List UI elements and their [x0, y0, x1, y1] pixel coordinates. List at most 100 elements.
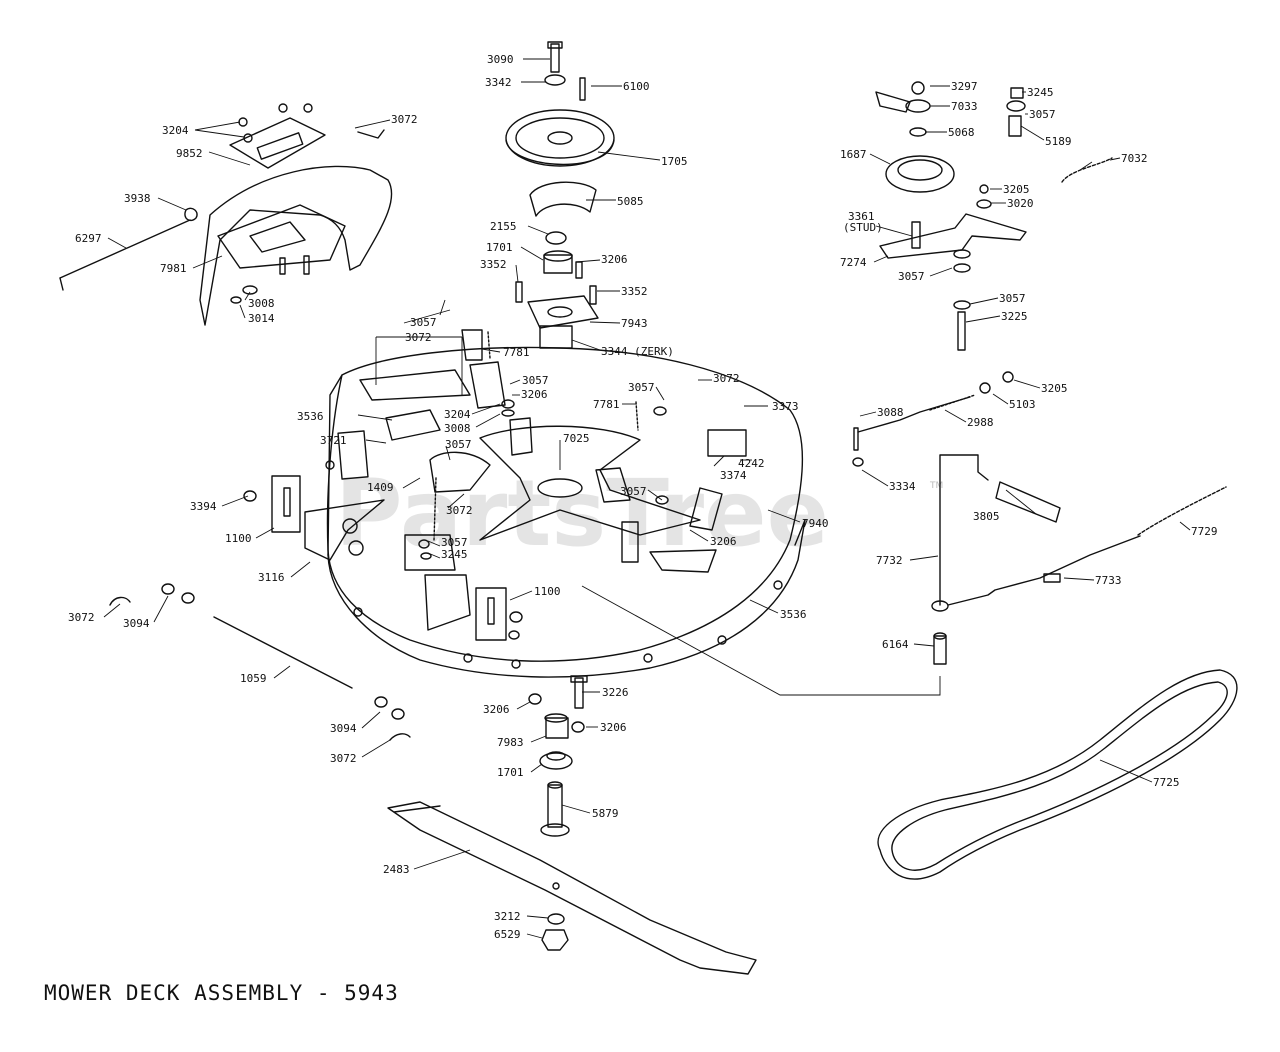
- label-7983: 7983: [497, 736, 524, 749]
- label-3014: 3014: [248, 312, 275, 325]
- label-3205-right: 3205: [1041, 382, 1068, 395]
- label-1701-lower: 1701: [497, 766, 524, 779]
- label-3373: 3373: [772, 400, 799, 413]
- label-3072-top: 3072: [391, 113, 418, 126]
- label-3361: 3361: [848, 210, 875, 223]
- label-3352-left: 3352: [480, 258, 507, 271]
- label-3536-left: 3536: [297, 410, 324, 423]
- label-3090: 3090: [487, 53, 514, 66]
- spindle-stack-bottom: [528, 675, 588, 951]
- watermark-tm: TM: [929, 481, 943, 491]
- label-7025: 7025: [563, 432, 590, 445]
- label-7733: 7733: [1095, 574, 1122, 587]
- diagram-title: MOWER DECK ASSEMBLY - 5943: [44, 981, 399, 1005]
- label-1705: 1705: [661, 155, 688, 168]
- label-3057-deck-d: 3057: [441, 536, 468, 549]
- label-1409: 1409: [367, 481, 394, 494]
- label-3072-lower-left: 3072: [68, 611, 95, 624]
- label-3206-lower-left: 3206: [483, 703, 510, 716]
- label-3057-deck-b: 3057: [522, 374, 549, 387]
- label-stud: (STUD): [843, 221, 883, 234]
- label-1100-left: 1100: [225, 532, 252, 545]
- label-3057-arm: 3057: [898, 270, 925, 283]
- label-7032: 7032: [1121, 152, 1148, 165]
- label-2483: 2483: [383, 863, 410, 876]
- label-3072-deck-a: 3072: [405, 331, 432, 344]
- label-7781-left: 7781: [503, 346, 530, 359]
- label-3394: 3394: [190, 500, 217, 513]
- label-7943: 7943: [621, 317, 648, 330]
- label-3204-deck: 3204: [444, 408, 471, 421]
- label-1100-right: 1100: [534, 585, 561, 598]
- watermark: PartsTree: [335, 460, 829, 567]
- rod-1059: [109, 583, 411, 741]
- label-5085: 5085: [617, 195, 644, 208]
- label-5879: 5879: [592, 807, 619, 820]
- label-7781-right: 7781: [593, 398, 620, 411]
- deck-brackets: [243, 329, 747, 641]
- label-3344-zerk: 3344 (ZERK): [601, 345, 674, 358]
- label-4242: 4242: [738, 457, 765, 470]
- label-6297: 6297: [75, 232, 102, 245]
- label-3245-top: 3245: [1027, 86, 1054, 99]
- label-7940: 7940: [802, 517, 829, 530]
- label-3094-right: 3094: [330, 722, 357, 735]
- label-3088: 3088: [877, 406, 904, 419]
- label-3072-lower-right: 3072: [330, 752, 357, 765]
- label-3008-deck: 3008: [444, 422, 471, 435]
- label-7033: 7033: [951, 100, 978, 113]
- label-3352-right: 3352: [621, 285, 648, 298]
- label-3297: 3297: [951, 80, 978, 93]
- leader-lines: [103, 58, 1191, 939]
- label-3057-top-right: 3057: [1029, 108, 1056, 121]
- label-2988: 2988: [967, 416, 994, 429]
- label-7725: 7725: [1153, 776, 1180, 789]
- label-7981: 7981: [160, 262, 187, 275]
- label-3057-deck-c: 3057: [445, 438, 472, 451]
- lift-handle-assembly: [852, 371, 1227, 665]
- label-3805: 3805: [973, 510, 1000, 523]
- label-3245-deck: 3245: [441, 548, 468, 561]
- label-3334: 3334: [889, 480, 916, 493]
- callout-labels: 3090 6100 3342 1705 5085 2155 1701 3206 …: [68, 53, 1218, 941]
- label-1701-top: 1701: [486, 241, 513, 254]
- blade-2483: [387, 801, 757, 975]
- label-5068: 5068: [948, 126, 975, 139]
- label-3206-top: 3206: [601, 253, 628, 266]
- label-3374: 3374: [720, 469, 747, 482]
- label-3206-deck-b: 3206: [710, 535, 737, 548]
- label-6100: 6100: [623, 80, 650, 93]
- label-7732: 7732: [876, 554, 903, 567]
- label-3226: 3226: [602, 686, 629, 699]
- label-3212: 3212: [494, 910, 521, 923]
- label-3206-deck: 3206: [521, 388, 548, 401]
- label-3721: 3721: [320, 434, 347, 447]
- label-5189: 5189: [1045, 135, 1072, 148]
- label-3057-deck-e: 3057: [628, 381, 655, 394]
- label-1687: 1687: [840, 148, 867, 161]
- label-2155: 2155: [490, 220, 517, 233]
- deck-housing-7940: [325, 346, 806, 678]
- lift-link-line: [581, 585, 941, 696]
- label-3094-left: 3094: [123, 617, 150, 630]
- label-3206-lower-right: 3206: [600, 721, 627, 734]
- idler-arm-assembly: [875, 81, 1113, 351]
- label-3057-stud: 3057: [999, 292, 1026, 305]
- label-6529: 6529: [494, 928, 521, 941]
- label-3020: 3020: [1007, 197, 1034, 210]
- label-3116: 3116: [258, 571, 285, 584]
- label-1059: 1059: [240, 672, 267, 685]
- label-3204-top: 3204: [162, 124, 189, 137]
- label-3342: 3342: [485, 76, 512, 89]
- label-3008-top: 3008: [248, 297, 275, 310]
- label-3536-right: 3536: [780, 608, 807, 621]
- spindle-stack-top: [505, 41, 615, 349]
- label-3072-deck-b: 3072: [446, 504, 473, 517]
- label-3057-deck-a: 3057: [410, 316, 437, 329]
- label-3057-deck-f: 3057: [620, 485, 647, 498]
- label-9852: 9852: [176, 147, 203, 160]
- label-3938: 3938: [124, 192, 151, 205]
- label-3225: 3225: [1001, 310, 1028, 323]
- label-3205-top: 3205: [1003, 183, 1030, 196]
